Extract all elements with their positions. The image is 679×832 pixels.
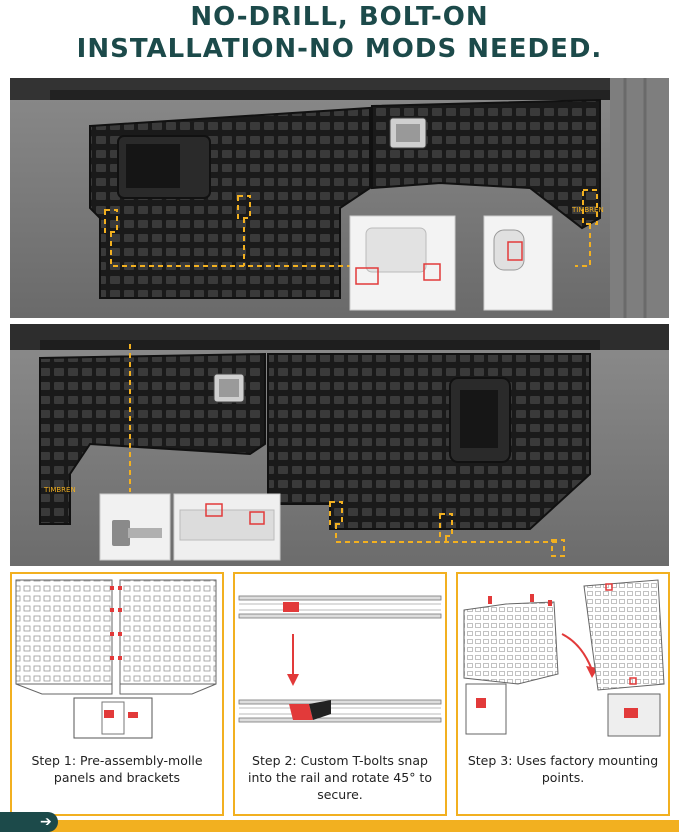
step-1-caption: Step 1: Pre-assembly-molle panels and br… xyxy=(31,753,203,785)
step-2-illustration xyxy=(238,595,442,723)
arrow-down-icon xyxy=(287,634,299,686)
step-3-illustration xyxy=(463,579,665,737)
step-2-caption: Step 2: Custom T-bolts snap into the rai… xyxy=(248,753,432,802)
page-headline: NO-DRILL, BOLT-ON INSTALLATION-NO MODS N… xyxy=(0,0,679,72)
step-2-card: Step 2: Custom T-bolts snap into the rai… xyxy=(233,572,447,816)
panel-logo-bottom: TIMBREN xyxy=(43,486,76,494)
step-3-caption: Step 3: Uses factory mounting points. xyxy=(467,753,659,785)
arrow-right-icon: ➔ xyxy=(40,814,52,830)
footer-bar xyxy=(0,820,679,832)
step-3-card: Step 3: Uses factory mounting points. xyxy=(456,572,670,816)
headline-line-1: NO-DRILL, BOLT-ON xyxy=(190,2,489,32)
truck-bed-photo-bottom: TIMBREN xyxy=(10,324,669,566)
panel-logo-top: TIMBREN xyxy=(571,206,604,214)
footer-arrow-tab: ➔ xyxy=(0,812,58,832)
step-1-illustration xyxy=(15,579,217,739)
truck-bed-photo-top: TIMBREN xyxy=(10,78,669,318)
step-1-card: Step 1: Pre-assembly-molle panels and br… xyxy=(10,572,224,816)
headline-line-2: INSTALLATION-NO MODS NEEDED. xyxy=(76,34,603,64)
